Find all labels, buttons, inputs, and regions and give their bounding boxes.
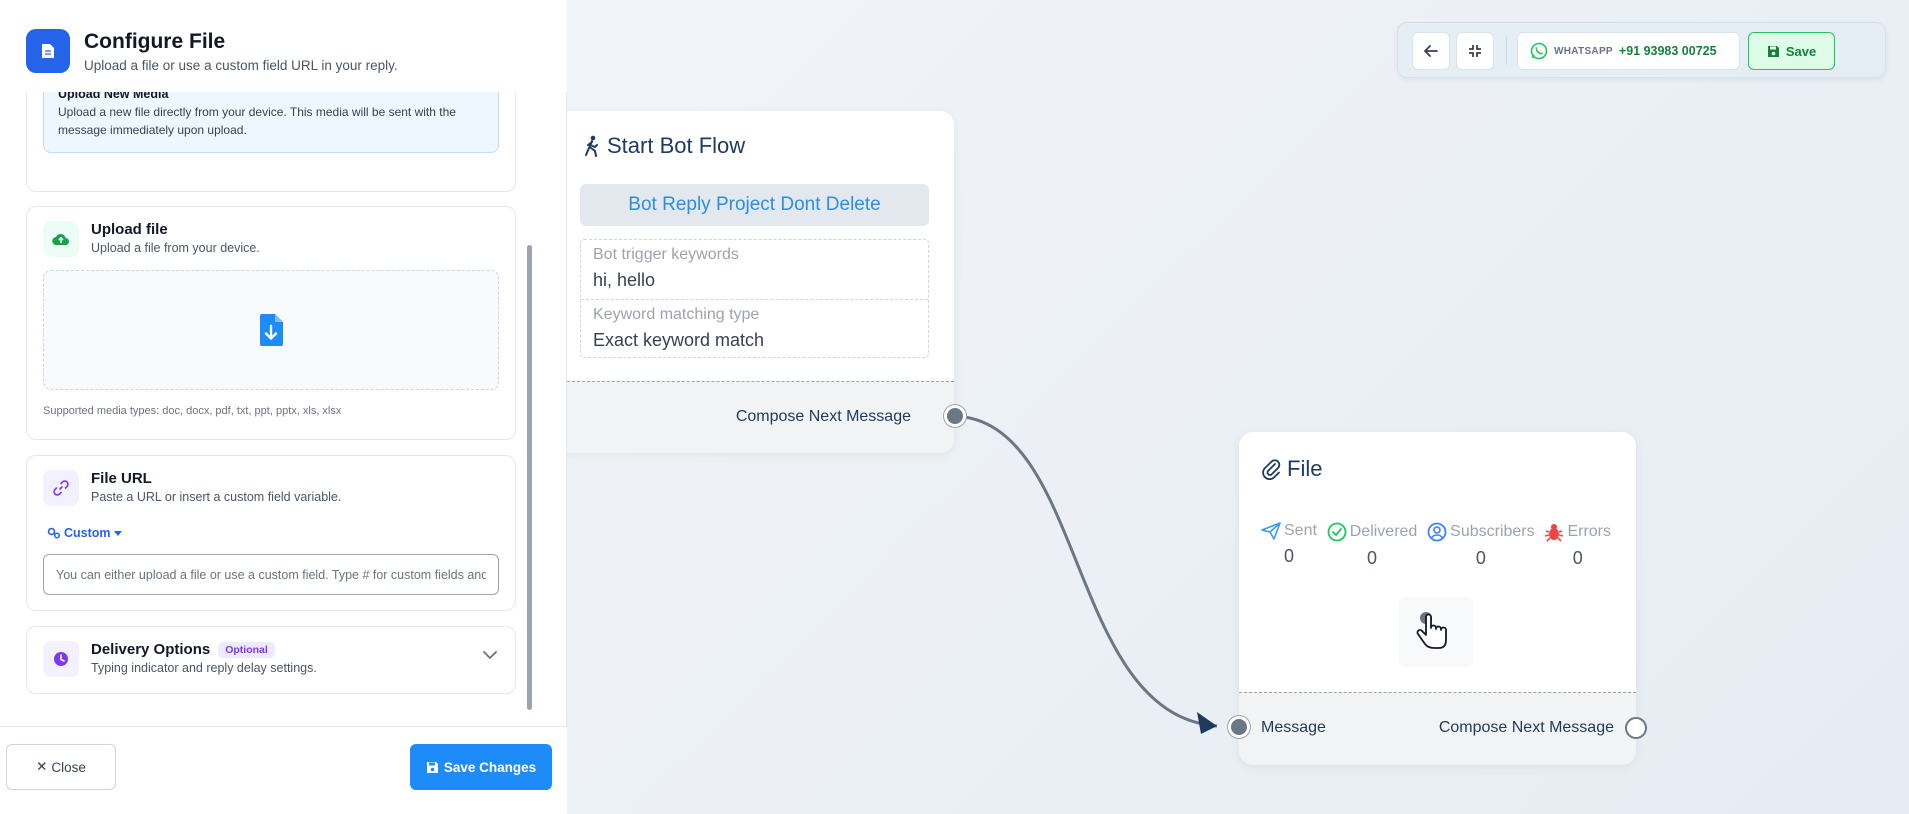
custom-label: Custom (64, 526, 111, 540)
start-bot-flow-node[interactable]: Start Bot Flow Bot Reply Project Dont De… (567, 111, 954, 453)
caret-down-icon (113, 530, 122, 536)
save-icon (426, 761, 438, 773)
bug-icon (1545, 524, 1564, 542)
upload-media-card: Upload New Media Upload a new file direc… (26, 92, 516, 192)
panel-subtitle: Upload a file or use a custom field URL … (84, 58, 398, 73)
stat-label: Delivered (1349, 523, 1418, 540)
clock-icon (43, 641, 79, 677)
file-input-port[interactable] (1228, 716, 1250, 738)
matching-value: Exact keyword match (593, 330, 765, 350)
start-node-footer: Compose Next Message (567, 381, 954, 453)
save-changes-label: Save Changes (443, 759, 537, 775)
stat-value: 0 (1572, 548, 1583, 568)
close-button[interactable]: ✕ Close (6, 744, 116, 790)
matching-row: Keyword matching type Exact keyword matc… (581, 299, 928, 358)
file-output-label: Compose Next Message (1438, 719, 1614, 736)
close-icon: ✕ (36, 759, 48, 774)
save-changes-button[interactable]: Save Changes (410, 744, 552, 790)
upload-info-title: Upload New Media (58, 92, 169, 101)
arrow-left-icon (1424, 45, 1438, 57)
file-input-label: Message (1261, 719, 1326, 736)
file-stats: Sent 0 Delivered 0 (1261, 522, 1611, 569)
link-icon (43, 470, 79, 506)
supported-types: Supported media types: doc, docx, pdf, t… (43, 405, 342, 417)
keywords-value: hi, hello (593, 270, 656, 290)
start-node-title: Start Bot Flow (583, 133, 745, 159)
file-node-footer: Message Compose Next Message (1239, 692, 1636, 765)
walking-person-icon (585, 135, 598, 157)
whatsapp-phone: +91 93983 00725 (1618, 44, 1717, 58)
delivery-title: Delivery Options (91, 641, 211, 658)
delivery-title-row: Delivery Options Optional (91, 641, 275, 658)
stat-label: Errors (1567, 523, 1611, 540)
upload-file-card: Upload file Upload a file from your devi… (26, 206, 516, 440)
stat-label: Sent (1284, 522, 1317, 539)
canvas-toolbar: WHATSAPP +91 93983 00725 Save (1397, 22, 1886, 78)
optional-badge: Optional (218, 641, 275, 658)
configure-file-panel: Configure File Upload a file or use a cu… (0, 0, 567, 814)
stat-value: 0 (1367, 548, 1378, 568)
whatsapp-label: WHATSAPP (1554, 45, 1613, 57)
compress-icon (1469, 45, 1481, 57)
fit-view-button[interactable] (1456, 32, 1494, 70)
keyword-box: Bot trigger keywords hi, hello Keyword m… (580, 239, 929, 358)
upload-info-box: Upload New Media Upload a new file direc… (43, 92, 499, 153)
whatsapp-icon (1530, 42, 1548, 60)
start-node-title-text: Start Bot Flow (607, 133, 746, 158)
panel-scrollbar[interactable] (527, 245, 532, 710)
stat-delivered: Delivered 0 (1327, 522, 1418, 569)
keywords-row: Bot trigger keywords hi, hello (581, 240, 928, 299)
panel-scroll-area[interactable]: Upload New Media Upload a new file direc… (0, 92, 567, 726)
project-name: Bot Reply Project Dont Delete (580, 184, 929, 226)
panel-header: Configure File Upload a file or use a cu… (0, 0, 567, 92)
delivery-options-card[interactable]: Delivery Options Optional Typing indicat… (26, 626, 516, 694)
custom-field-dropdown[interactable]: Custom (47, 526, 122, 540)
file-node-title: File (1261, 456, 1322, 482)
stat-subscribers: Subscribers 0 (1427, 522, 1535, 569)
start-output-label: Compose Next Message (735, 408, 911, 425)
stat-value: 0 (1283, 546, 1294, 566)
upload-info-text: Upload a new file directly from your dev… (58, 105, 456, 137)
file-node[interactable]: File Sent 0 Delivered (1239, 432, 1636, 765)
gears-icon (47, 527, 61, 539)
stat-sent: Sent 0 (1261, 522, 1317, 569)
paperclip-icon (1262, 459, 1281, 480)
delivery-subtitle: Typing indicator and reply delay setting… (91, 661, 317, 675)
file-url-subtitle: Paste a URL or insert a custom field var… (91, 490, 342, 504)
cloud-upload-icon (43, 221, 79, 257)
file-download-icon (260, 314, 283, 346)
save-icon (1767, 45, 1779, 57)
whatsapp-number-chip[interactable]: WHATSAPP +91 93983 00725 (1517, 32, 1740, 70)
toolbar-divider (1506, 37, 1507, 65)
upload-file-subtitle: Upload a file from your device. (91, 241, 260, 255)
save-flow-label: Save (1785, 43, 1817, 59)
file-url-input[interactable] (43, 554, 499, 595)
paper-plane-icon (1261, 522, 1281, 540)
file-dropzone[interactable] (43, 270, 499, 390)
matching-label: Keyword matching type (593, 306, 760, 323)
stat-errors: Errors 0 (1544, 522, 1611, 569)
file-url-title: File URL (91, 470, 152, 487)
keywords-label: Bot trigger keywords (593, 246, 739, 263)
file-node-title-text: File (1287, 456, 1323, 481)
upload-file-title: Upload file (91, 221, 168, 238)
back-button[interactable] (1412, 32, 1450, 70)
start-output-port[interactable] (944, 405, 966, 427)
user-circle-icon (1427, 522, 1447, 542)
chevron-down-icon[interactable] (483, 651, 497, 660)
stat-label: Subscribers (1450, 523, 1535, 540)
save-flow-button[interactable]: Save (1748, 32, 1835, 70)
flow-canvas[interactable]: Start Bot Flow Bot Reply Project Dont De… (567, 0, 1909, 814)
hand-pointer-icon (1416, 612, 1447, 649)
file-url-card: File URL Paste a URL or insert a custom … (26, 455, 516, 611)
panel-title: Configure File (84, 30, 226, 53)
file-preview[interactable] (1399, 597, 1473, 667)
panel-footer: ✕ Close Save Changes (0, 726, 567, 814)
file-output-port[interactable] (1625, 717, 1647, 739)
check-circle-icon (1327, 522, 1347, 542)
file-doc-icon (26, 29, 70, 73)
stat-value: 0 (1475, 548, 1486, 568)
close-label: Close (51, 759, 86, 775)
